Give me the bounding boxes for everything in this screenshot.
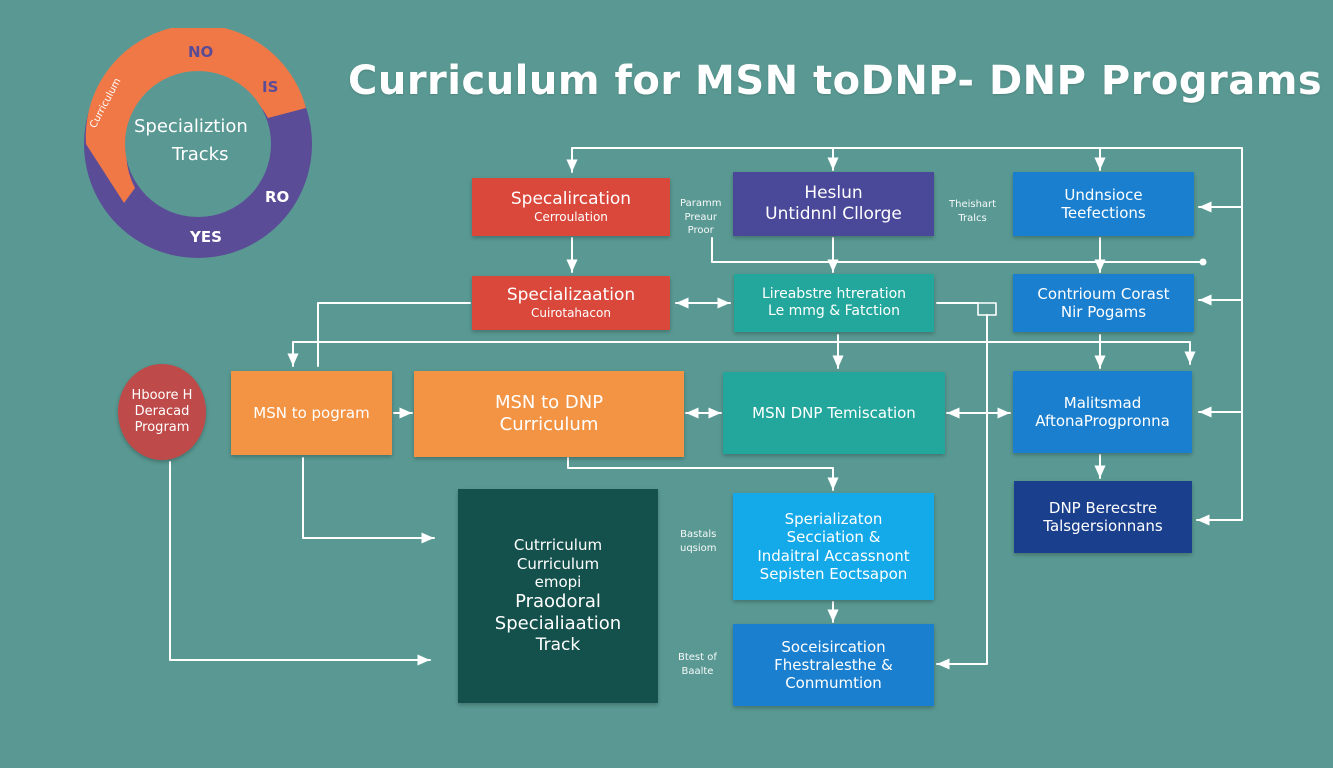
box-msn-program: MSN to pogram bbox=[231, 371, 392, 455]
side-label-btest: Btest of Baalte bbox=[678, 651, 717, 678]
bastals-line1: Bastals bbox=[680, 529, 717, 540]
soceis-line2: Fhestralesthe & bbox=[774, 655, 893, 674]
bastals-line2: uqsiom bbox=[680, 542, 717, 554]
track-line2: Curriculum bbox=[516, 554, 600, 573]
undnsioce-line2: Teefections bbox=[1061, 204, 1146, 222]
box-heslun: Heslun Untidnnl Cllorge bbox=[733, 172, 934, 236]
track-line5: Specialiaation bbox=[494, 613, 622, 635]
box-dnp-ber: DNP Berecstre Talsgersionnans bbox=[1014, 481, 1192, 553]
lire-to-soceis bbox=[936, 314, 988, 670]
spec-sec-line3: Indaitral Accassnont bbox=[757, 546, 910, 565]
box-undnsioce: Undnsioce Teefections bbox=[1013, 172, 1194, 236]
box-spec-sec: Sperializaton Secciation & Indaitral Acc… bbox=[733, 493, 934, 600]
btest-line2: Baalte bbox=[681, 665, 714, 677]
prog-to-track bbox=[302, 457, 435, 544]
theishart-line2: Tralcs bbox=[958, 212, 987, 224]
ring-inner-line1: Specializtion bbox=[134, 116, 248, 137]
dnp-ber-line1: DNP Berecstre bbox=[1048, 498, 1158, 517]
ring-label-ro: RO bbox=[265, 188, 290, 206]
theishart-line1: Theishart bbox=[949, 199, 997, 210]
row3-band bbox=[287, 341, 1196, 367]
dnp-ber-line2: Talsgersionnans bbox=[1043, 517, 1163, 535]
spec-sec-line2: Secciation & bbox=[786, 528, 881, 547]
ring-label-is: IS bbox=[262, 78, 279, 96]
box-malitsmad: Malitsmad AftonaProgpronna bbox=[1013, 371, 1192, 453]
track-line6: Track bbox=[535, 635, 581, 656]
paramm-line1: Paramm bbox=[680, 198, 722, 209]
small-junction bbox=[977, 302, 997, 316]
top-feed-line bbox=[566, 147, 1243, 526]
heslun-line2: Untidnnl Cllorge bbox=[765, 204, 902, 224]
side-label-paramm: Paramm Preaur Proor bbox=[680, 197, 721, 238]
msn-program-line1: MSN to pogram bbox=[253, 403, 370, 422]
box-lireabstre: Lireabstre htreration Le mmg & Fatction bbox=[734, 274, 934, 332]
contrioum-line1: Contrioum Corast bbox=[1037, 284, 1170, 303]
spec-sec-line1: Sperializaton bbox=[784, 509, 883, 528]
side-label-theishart: Theishart Tralcs bbox=[949, 198, 996, 225]
msn-dnp-term-line1: MSN DNP Temiscation bbox=[752, 403, 916, 422]
junction-dot bbox=[1199, 258, 1207, 266]
side-label-bastals: Bastals uqsiom bbox=[680, 528, 717, 555]
spec-curr-line2: Cuirotahacon bbox=[531, 306, 611, 321]
ring-label-yes: YES bbox=[190, 228, 222, 246]
track-line1: Cutrriculum bbox=[513, 536, 603, 555]
contrioum-line2: Nir Pogams bbox=[1060, 303, 1147, 321]
start-to-track bbox=[169, 461, 431, 666]
soceis-line1: Soceisircation bbox=[781, 637, 886, 656]
msn-dnp-curr-line2: Curriculum bbox=[499, 414, 599, 435]
track-line3: emopi bbox=[534, 572, 582, 591]
lireabstre-line2: Le mmg & Fatction bbox=[768, 303, 900, 319]
paramm-line2: Preaur bbox=[684, 211, 717, 223]
msn-dnp-curr-line1: MSN to DNP bbox=[494, 392, 604, 414]
undnsioce-line1: Undnsioce bbox=[1064, 185, 1143, 204]
heslun-line1: Heslun bbox=[804, 183, 863, 204]
heslun-side-line bbox=[711, 237, 1204, 263]
ring-orange-arc bbox=[85, 28, 306, 203]
box-spec-curr: Specializaation Cuirotahacon bbox=[472, 276, 670, 330]
curr-to-spec-sec bbox=[567, 457, 839, 491]
start-line1: Hboore H bbox=[131, 388, 193, 404]
ring-label-no: NO bbox=[188, 43, 214, 61]
track-line4: Praodoral bbox=[515, 591, 601, 613]
soceis-line3: Conmumtion bbox=[785, 674, 882, 693]
malitsmad-line2: AftonaProgpronna bbox=[1035, 412, 1170, 430]
btest-line1: Btest of bbox=[678, 652, 717, 663]
lireabstre-line1: Lireabstre htreration bbox=[761, 285, 907, 302]
start-line3: Program bbox=[134, 419, 190, 435]
spec-sec-line4: Sepisten Eoctsapon bbox=[759, 564, 908, 583]
malitsmad-line1: Malitsmad bbox=[1063, 393, 1142, 412]
start-line2: Deracad bbox=[134, 404, 190, 420]
paramm-line3: Proor bbox=[687, 225, 714, 236]
box-contrioum: Contrioum Corast Nir Pogams bbox=[1013, 274, 1194, 332]
box-msn-dnp-curriculum: MSN to DNP Curriculum bbox=[414, 371, 684, 457]
ring-inner bbox=[125, 71, 271, 217]
ring-inner-line2: Tracks bbox=[172, 144, 229, 165]
box-spec-cert: Specalircation Cerroulation bbox=[472, 178, 670, 236]
specialization-ring bbox=[84, 28, 312, 258]
spec-curr-line1: Specializaation bbox=[506, 285, 636, 306]
box-msn-dnp-term: MSN DNP Temiscation bbox=[723, 372, 945, 454]
box-curriculum-track: Cutrriculum Curriculum emopi Praodoral S… bbox=[458, 489, 658, 703]
start-program-circle: Hboore H Deracad Program bbox=[118, 364, 206, 460]
spec-cert-line2: Cerroulation bbox=[534, 210, 608, 225]
box-soceis: Soceisircation Fhestralesthe & Conmumtio… bbox=[733, 624, 934, 706]
page-title: Curriculum for MSN toDNP- DNP Programs bbox=[348, 58, 1323, 104]
spec-down-left bbox=[317, 302, 471, 367]
spec-cert-line1: Specalircation bbox=[510, 189, 632, 210]
